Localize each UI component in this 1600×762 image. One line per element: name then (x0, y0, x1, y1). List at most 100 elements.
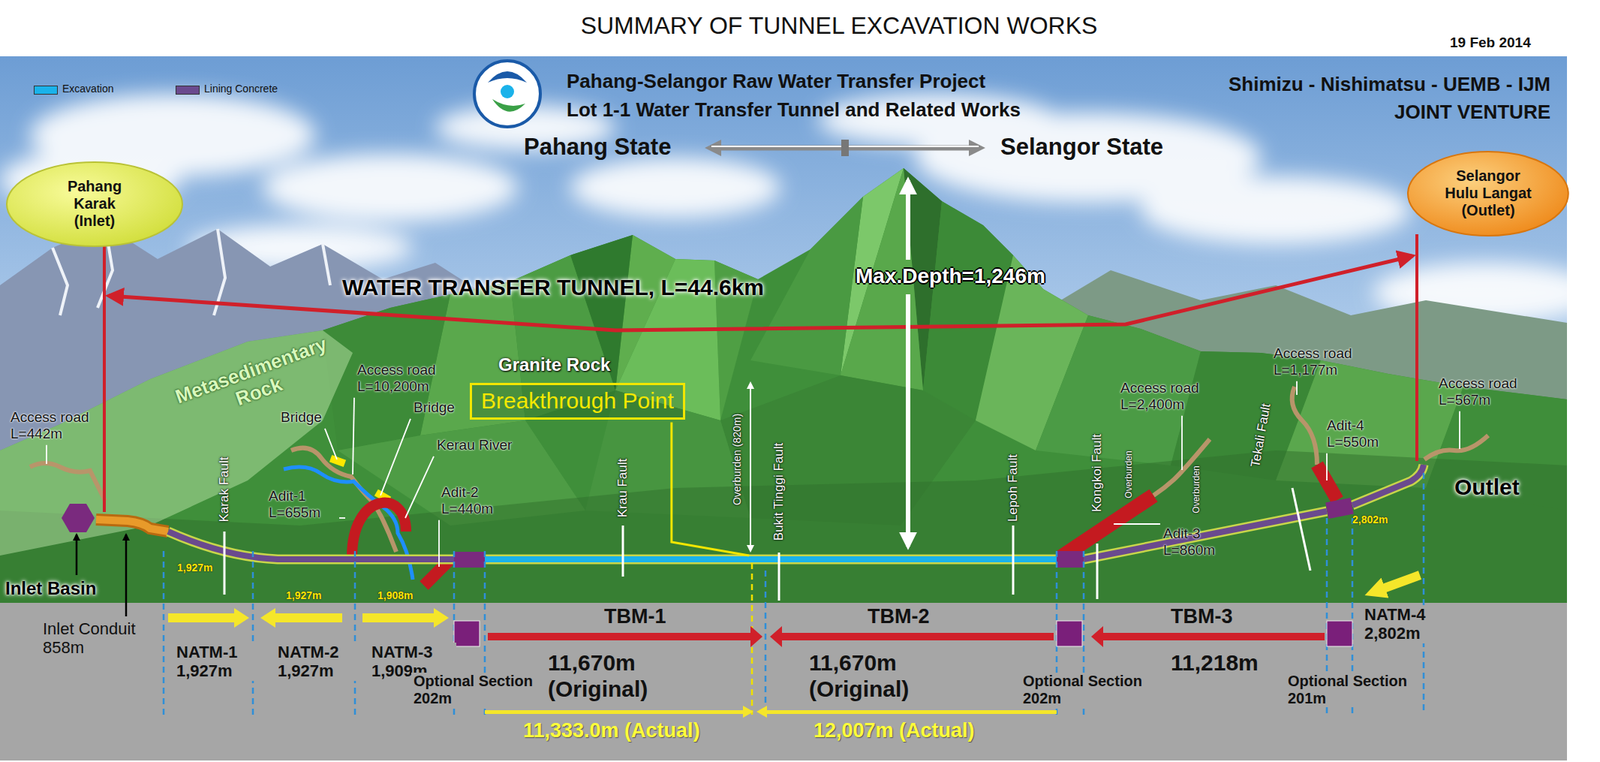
path-shape (108, 255, 1413, 331)
line-shape (778, 552, 781, 601)
annotation-label: 1,927m (285, 589, 322, 602)
annotation-label: TBM-2 (865, 604, 933, 629)
line-shape (749, 382, 752, 551)
line-shape (102, 240, 106, 512)
rect-shape (484, 709, 743, 714)
rect-shape (275, 613, 343, 623)
annotation-label: Overburden (1124, 450, 1135, 498)
leader-line (380, 418, 411, 496)
node-label: Pahang Karak (Inlet) (52, 177, 137, 230)
path-shape (487, 71, 527, 83)
polygon-shape (234, 607, 250, 628)
annotation-label: Kerau River (436, 436, 512, 454)
annotation-label: NATM-1 1,927m (174, 642, 262, 681)
annotation-label: Access road L=442m (10, 409, 112, 443)
annotation-label: Adit-2 L=440m (441, 484, 509, 518)
annotation-label: Shimizu - Nishimatsu - UEMB - IJM (1228, 73, 1551, 97)
annotation-label: Outlet (1454, 474, 1520, 501)
rect-shape (454, 620, 480, 647)
leader-line (125, 534, 128, 617)
ellipse-shape (262, 153, 518, 222)
path-shape (484, 556, 1057, 563)
leader-line (438, 520, 440, 567)
ellipse-shape (570, 157, 781, 218)
polygon-shape (750, 196, 864, 376)
annotation-label: Adit-3 L=860m (1163, 525, 1231, 559)
annotation-label: 11,670m (Original) (545, 649, 663, 702)
annotation-label: Granite Rock (498, 354, 611, 376)
annotation-label: JOINT VENTURE (1394, 101, 1551, 124)
polygon-shape (0, 168, 1567, 603)
legend-text: Excavation (62, 82, 114, 95)
annotation-label: Bukit Tinggi Fault (771, 442, 787, 541)
annotation-label: 2,802m (1352, 513, 1388, 526)
line-shape (1422, 472, 1426, 715)
annotation-label: Inlet Conduit 858m (40, 619, 151, 658)
rect-shape (1326, 620, 1353, 647)
leader-line (1181, 415, 1183, 470)
polyline-shape (52, 247, 68, 316)
rect-shape (841, 139, 849, 157)
callout-box: Breakthrough Point (469, 382, 686, 420)
legend-text: Lining Concrete (204, 82, 278, 95)
annotation-label: Pahang State (523, 133, 671, 161)
polygon-shape (769, 625, 782, 647)
ellipse-shape (6, 162, 183, 247)
leader-line (1296, 381, 1298, 395)
rect-shape (1103, 632, 1325, 641)
node-label: Selangor Hulu Langat (Outlet) (1441, 167, 1536, 220)
line-shape (1096, 543, 1099, 599)
line-shape (1292, 487, 1311, 571)
line-shape (162, 550, 166, 715)
line-shape (1012, 525, 1015, 595)
path-shape (484, 554, 1057, 565)
annotation-label: 11,218m (1168, 649, 1261, 677)
annotation-label: 19 Feb 2014 (1449, 34, 1531, 52)
annotation-label: Max.Depth=1,246m (855, 264, 1046, 289)
annotation-label: WATER TRANSFER TUNNEL, L=44.6km (342, 274, 764, 301)
path-shape (351, 502, 407, 557)
rect-shape (487, 632, 752, 641)
rect-shape (1325, 497, 1354, 519)
annotation-label: Adit-4 L=550m (1326, 417, 1395, 451)
path-shape (168, 531, 455, 560)
polygon-shape (1091, 625, 1104, 647)
line-shape (905, 294, 911, 547)
leader-line (75, 534, 79, 575)
node-text-group: Pahang Karak (Inlet) (52, 177, 137, 230)
annotation-label: Adit-1 L=655m (268, 487, 337, 521)
path-shape (1083, 464, 1424, 560)
ellipse-shape (1140, 176, 1411, 244)
annotation-label: Access road L=2,400m (1120, 379, 1222, 413)
path-shape (1292, 386, 1318, 465)
annotation-label: Optional Section 202m (1020, 672, 1153, 707)
polygon-shape (61, 503, 95, 533)
rect-shape (0, 602, 1567, 761)
annotation-label: Lepoh Fault (1005, 454, 1021, 522)
path-shape (1083, 464, 1424, 560)
annotation-label: Krau Fault (615, 458, 631, 518)
rect-shape (0, 56, 1567, 603)
g-shape (487, 625, 1325, 647)
node-text-group: Selangor Hulu Langat (Outlet) (1441, 167, 1536, 220)
polyline-shape (322, 243, 331, 286)
line-shape (354, 550, 357, 715)
rect-shape (168, 613, 235, 623)
polygon-shape (0, 330, 353, 556)
annotation-label: TBM-3 (1168, 604, 1236, 629)
rect-shape (329, 454, 346, 467)
annotation-label: 1,927m (177, 561, 213, 574)
annotation-label: Kongkoi Fault (1089, 433, 1105, 512)
annotation-label: Access road L=1,177m (1273, 345, 1375, 379)
legend-swatch (33, 85, 58, 95)
title-text: SUMMARY OF TUNNEL EXCAVATION WORKS (580, 12, 1098, 40)
rect-shape (1056, 550, 1084, 568)
leader-line (405, 456, 434, 518)
rect-shape (766, 709, 1057, 714)
leader-line (1113, 523, 1161, 525)
annotation-label: 1,908m (377, 589, 413, 602)
annotation-label: Optional Section 202m (411, 672, 544, 707)
outlet-ellipse: Selangor Hulu Langat (Outlet) (1406, 150, 1570, 238)
annotation-label: 11,670m (Original) (806, 649, 924, 702)
circle-shape (500, 84, 515, 99)
